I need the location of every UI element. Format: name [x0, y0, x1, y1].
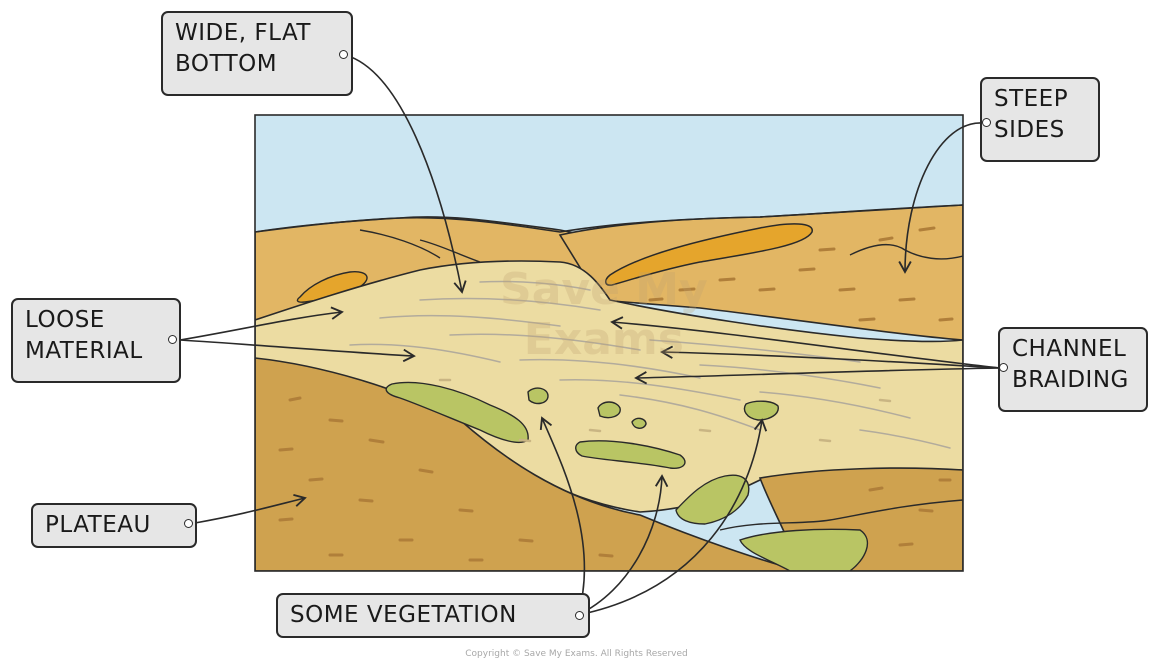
label-hole — [999, 363, 1008, 372]
label-line: MATERIAL — [25, 336, 167, 367]
label-line: BRAIDING — [1012, 365, 1134, 396]
valley-scene — [255, 115, 963, 571]
label-line: SIDES — [994, 115, 1086, 146]
label-hole — [339, 50, 348, 59]
label-line: LOOSE — [25, 305, 167, 336]
label-line: WIDE, FLAT — [175, 18, 339, 49]
label-hole — [982, 118, 991, 127]
label-line: STEEP — [994, 84, 1086, 115]
label-wide-flat-bottom: WIDE, FLAT BOTTOM — [161, 11, 353, 96]
label-steep-sides: STEEP SIDES — [980, 77, 1100, 162]
vegetation-patch — [632, 418, 646, 428]
label-hole — [184, 519, 193, 528]
label-line: SOME VEGETATION — [290, 600, 576, 631]
vegetation-patch — [528, 388, 548, 403]
label-hole — [575, 611, 584, 620]
vegetation-patch — [598, 402, 620, 418]
label-line: BOTTOM — [175, 49, 339, 80]
label-line: PLATEAU — [45, 510, 183, 541]
label-line: CHANNEL — [1012, 334, 1134, 365]
label-loose-material: LOOSE MATERIAL — [11, 298, 181, 383]
label-channel-braiding: CHANNEL BRAIDING — [998, 327, 1148, 412]
label-hole — [168, 335, 177, 344]
label-plateau: PLATEAU — [31, 503, 197, 548]
copyright-notice: Copyright © Save My Exams. All Rights Re… — [0, 649, 1153, 659]
label-some-vegetation: SOME VEGETATION — [276, 593, 590, 638]
